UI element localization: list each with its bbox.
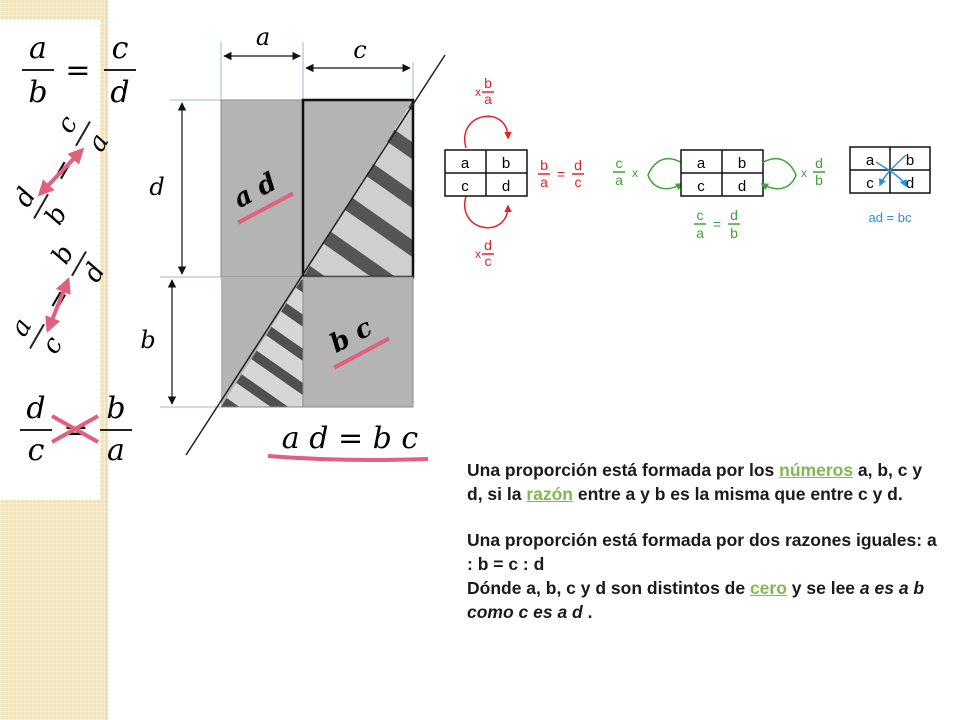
m2-frac1-den: a [696, 225, 704, 241]
m1-top-num: b [484, 75, 492, 91]
m1-top-den: a [484, 91, 492, 107]
m2-left-mult: x [632, 166, 638, 180]
m1-bot-num: d [484, 237, 492, 253]
equation-a-over-b-equals-c-over-d: a b = c d [22, 31, 136, 110]
eq2-d: d [8, 183, 42, 212]
label-top-c: c [353, 36, 366, 64]
m1-frac2-num: d [574, 157, 582, 173]
m1-bot-den: c [485, 253, 492, 269]
label-side-d: d [149, 173, 164, 201]
strip-shadow [106, 0, 109, 720]
equation-d-over-c-equals-b-over-a: d c = b a [20, 391, 132, 468]
eq2-c: c [51, 110, 84, 138]
m3-grid-b: b [906, 152, 914, 169]
rect-b-by-c [302, 276, 414, 408]
eq1-b: b [28, 75, 47, 110]
swap-arrow-2 [45, 277, 71, 333]
m1-frac1-num: b [540, 157, 548, 173]
m3-grid-d: d [906, 175, 914, 192]
definition-paragraph-1: Una proporción está formada por los núme… [467, 460, 923, 504]
decorative-side-strip [0, 0, 106, 720]
m3-grid-c: c [866, 175, 874, 192]
m2-frac1-num: c [697, 207, 704, 223]
eq1-d: d [110, 75, 129, 110]
rect-a-by-d [220, 99, 304, 278]
m2-left-den: a [615, 172, 623, 188]
label-side-b: b [140, 326, 155, 354]
m2-frac2-num: d [730, 207, 738, 223]
eq3-b: b [46, 240, 80, 269]
m1-grid-d: d [502, 178, 510, 195]
mini-diagram-red: x b a a b c d b a = d c x d c [444, 75, 584, 269]
link-cero[interactable]: cero [749, 578, 787, 598]
equation-ad-equals-bc: a d = b c [282, 421, 419, 456]
m1-bot-mult: x [475, 247, 481, 261]
m2-right-mult: x [801, 166, 807, 180]
eq4-c: c [28, 433, 45, 468]
m1-top-mult: x [475, 85, 481, 99]
m2-grid-b: b [738, 155, 746, 172]
m1-frac1-den: a [540, 174, 548, 190]
eq1-a: a [29, 31, 47, 66]
m2-right-den: b [815, 172, 823, 188]
eq2-a: a [82, 128, 116, 156]
link-numeros[interactable]: números [779, 460, 854, 480]
eq3-c: c [36, 331, 69, 359]
m3-result: ad = bc [868, 210, 912, 225]
eq3-a: a [5, 313, 39, 341]
area-diagram: a c d b a d b c a d = b c [140, 23, 446, 462]
cross-mark-2 [51, 414, 99, 444]
eq4-a: a [107, 433, 125, 468]
eq1-c: c [112, 31, 129, 66]
m1-grid-c: c [461, 178, 469, 195]
strip-inner-panel [0, 20, 100, 500]
m2-frac2-den: b [730, 225, 738, 241]
definition-text: Una proporción está formada por los núme… [467, 458, 937, 624]
diagonal-line [185, 54, 446, 456]
swap-arrow-1 [37, 147, 85, 197]
mini-diagram-blue: a b c d ad = bc [849, 146, 931, 225]
m3-grid-a: a [866, 152, 875, 169]
m1-frac2-den: c [575, 174, 582, 190]
m1-grid-b: b [502, 155, 510, 172]
gray-triangle-bottom [221, 277, 303, 407]
mini-diagram-green: c a x a b c d x d b c a = d b [613, 149, 825, 241]
m1-grid-a: a [461, 155, 470, 172]
link-razon[interactable]: razón [526, 484, 574, 504]
eq1-equals: = [65, 53, 90, 88]
m1-equals: = [557, 166, 565, 182]
eq2-b: b [39, 201, 73, 230]
m2-grid-d: d [738, 178, 746, 195]
eq4-d: d [26, 391, 45, 426]
m2-grid-a: a [697, 155, 706, 172]
eq3-d: d [77, 258, 111, 287]
label-top-a: a [256, 23, 270, 51]
m2-equals: = [713, 216, 721, 232]
m2-right-num: d [815, 155, 823, 171]
m2-left-num: c [616, 155, 623, 171]
definition-paragraph-2: Una proporción está formada por dos razo… [467, 530, 937, 622]
m2-grid-c: c [697, 178, 705, 195]
eq4-b: b [106, 391, 125, 426]
